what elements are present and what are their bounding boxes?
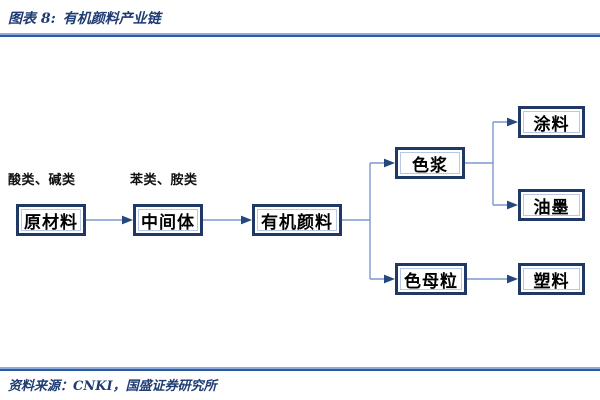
node-color-masterbatch: 色母粒 xyxy=(395,263,467,295)
arrowhead-icon xyxy=(241,215,252,225)
annotation-intermediate-inputs: 苯类、胺类 xyxy=(130,173,198,188)
node-coatings: 涂料 xyxy=(518,106,585,138)
node-raw-materials: 原材料 xyxy=(16,204,86,236)
arrowhead-icon xyxy=(384,274,395,284)
node-plastics: 塑料 xyxy=(518,263,585,295)
node-organic-pigments: 有机颜料 xyxy=(252,204,342,236)
figure-title: 图表 8: 有机颜料产业链 xyxy=(8,8,161,28)
node-color-paste: 色浆 xyxy=(395,147,465,179)
node-ink: 油墨 xyxy=(518,189,585,221)
annotation-raw-material-inputs: 酸类、碱类 xyxy=(8,173,76,188)
figure-name: 有机颜料产业链 xyxy=(62,11,161,27)
arrowhead-icon xyxy=(122,215,133,225)
source-note: 资料来源：CNKI，国盛证券研究所 xyxy=(8,379,217,394)
node-intermediates: 中间体 xyxy=(133,204,203,236)
arrowhead-icon xyxy=(507,117,518,127)
bottom-divider xyxy=(0,367,600,371)
arrowhead-icon xyxy=(507,200,518,210)
edge-organicpigments-branch xyxy=(342,162,385,280)
arrowhead-icon xyxy=(384,158,395,168)
edge-colorpaste-branch xyxy=(465,121,508,206)
figure-number-label: 图表 8: xyxy=(8,11,56,27)
arrowhead-icon xyxy=(507,274,518,284)
top-divider xyxy=(0,33,600,37)
